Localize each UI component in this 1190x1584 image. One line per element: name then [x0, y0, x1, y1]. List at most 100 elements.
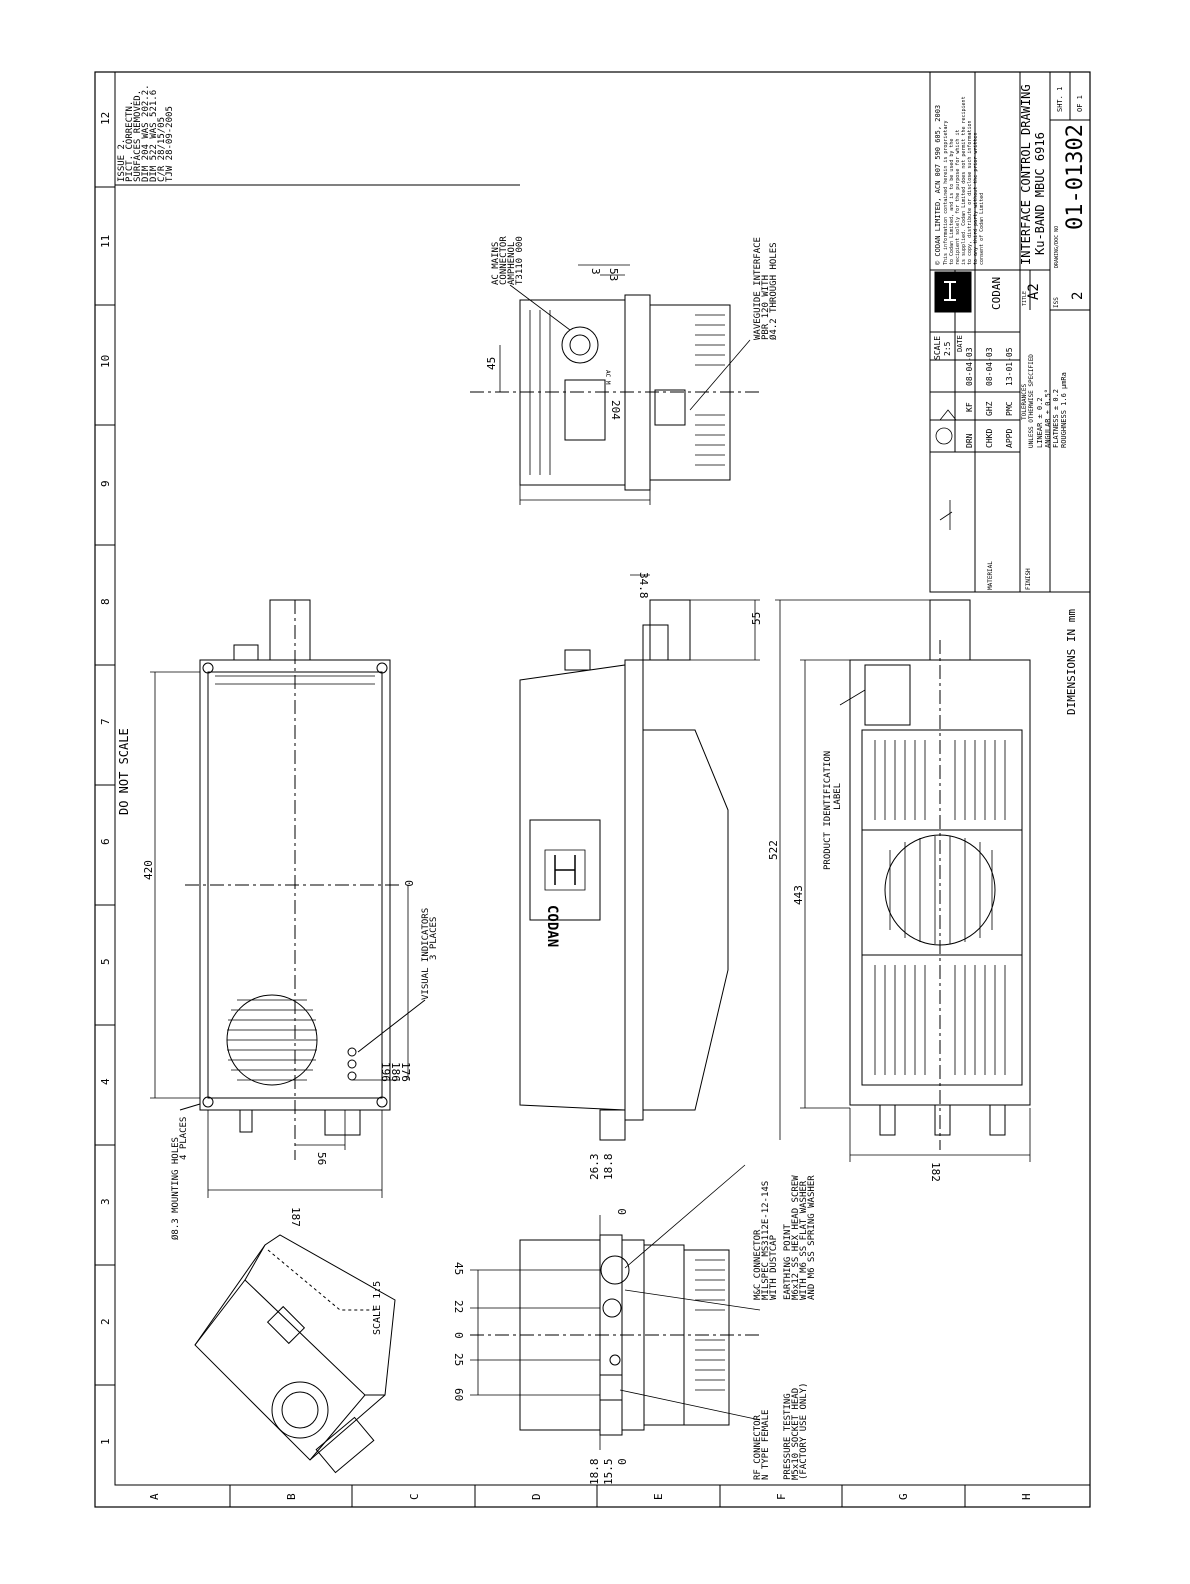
dimensions-note: DIMENSIONS IN mm: [1065, 609, 1078, 715]
end-view-rf-dimensions: [470, 1164, 761, 1450]
sheet-size: A2: [1026, 283, 1042, 300]
waveguide-line: Ø4.2 THROUGH HOLES: [768, 242, 779, 340]
zone-number: 1: [99, 1438, 112, 1445]
mc-connector-line: WITH DUSTCAP: [769, 1234, 779, 1300]
dim-45: 45: [485, 357, 498, 370]
scale-label: SCALE: [933, 336, 942, 360]
do-not-scale-note: DO NOT SCALE: [117, 728, 131, 815]
scale-value: 2:5: [943, 341, 952, 356]
dim-26-3: 26.3: [588, 1154, 601, 1181]
tolerances-label: TOLERANCES: [1021, 383, 1028, 420]
top-view-labels: Ø8.3 MOUNTING HOLES 4 PLACES VISUAL INDI…: [170, 908, 439, 1240]
zone-number: 6: [99, 838, 112, 845]
zone-ticks-numbers: [95, 186, 115, 1386]
appd-who: PMC: [1005, 401, 1014, 416]
dim-25: 25: [452, 1353, 465, 1366]
notice-line: consent of Codan Limited: [979, 193, 985, 265]
zone-number: 12: [99, 112, 112, 125]
company-name: CODAN: [990, 277, 1003, 310]
revision-line: DIM 522 WAS 521.6: [149, 90, 159, 182]
zone-number: 7: [99, 718, 112, 725]
notice-line: recipient solely for the purpose for whi…: [955, 130, 961, 265]
mounting-holes-label: Ø8.3 MOUNTING HOLES: [170, 1137, 181, 1240]
date-label: DATE: [956, 335, 964, 352]
dim-60: 60: [452, 1388, 465, 1401]
ac-mains-line: AC MAINS: [491, 242, 501, 285]
top-view-dim-text: 420 187 56 176 186 196 0: [142, 860, 415, 1227]
appd-date: 13-01-05: [1005, 347, 1014, 386]
of-label: OF 1: [1076, 95, 1084, 112]
dim-522: 522: [767, 840, 780, 860]
drn-date: 08-04-03: [965, 347, 974, 386]
dim-53: 53: [607, 268, 620, 281]
tolerance-line: LINEAR ± 0.2: [1036, 397, 1044, 448]
zone-number: 2: [99, 1318, 112, 1325]
title-label: TITLE: [1022, 291, 1028, 306]
dim-56: 56: [315, 1152, 328, 1165]
sheet-label: SHT. 1: [1056, 87, 1064, 112]
zone-number: 9: [99, 480, 112, 487]
visual-indicators-label: VISUAL INDICATORS: [421, 908, 431, 1000]
revision-line: DIM 204 WAS 202.2.: [141, 84, 151, 182]
zone-number: 8: [99, 598, 112, 605]
waveguide-line: WAVEGUIDE INTERFACE: [753, 237, 763, 340]
side-view-dimensions: [630, 574, 760, 661]
dim-0-top: 0: [616, 1208, 629, 1215]
dim-204: 204: [609, 400, 622, 420]
visual-places-label: 3 PLACES: [429, 917, 439, 960]
zone-number: 4: [99, 1078, 112, 1085]
revision-line: PICT. CORRECTN.: [125, 101, 135, 182]
title-block-text: © CODAN LIMITED, ACN 007 590 605, 2003 T…: [933, 84, 1088, 590]
inner-border: [114, 71, 1091, 1486]
dim-186: 186: [389, 1062, 402, 1082]
drawing-title: INTERFACE CONTROL DRAWING: [1019, 84, 1033, 265]
material-label: MATERIAL: [987, 561, 994, 590]
zone-letter: B: [285, 1493, 298, 1500]
dim-187: 187: [289, 1207, 302, 1227]
notice-line: This information contained herein is pro…: [943, 121, 949, 266]
dim-176: 176: [399, 1062, 412, 1082]
tolerances-note: UNLESS OTHERWISE SPECIFIED: [1028, 354, 1035, 448]
zone-letter: A: [148, 1493, 161, 1500]
waveguide-line: PBR 120 WITH: [761, 275, 771, 340]
dim-0-rf: 0: [452, 1332, 465, 1339]
rf-connector-line: RF CONNECTOR: [753, 1414, 763, 1480]
isometric-view: [194, 1234, 396, 1474]
revision-line: ISSUE 2.: [117, 139, 127, 182]
product-label-line: PRODUCT IDENTIFICATION: [823, 751, 833, 870]
end-view-rf-dim-text: 45 22 0 25 60 26.3 18.8 0 18.8 15.5 0: [452, 1154, 629, 1486]
codan-logo-text: CODAN: [544, 905, 560, 947]
end-view-ac-labels: AC MAINS CONNECTOR AMPHENOL T3110 000 WA…: [491, 236, 779, 385]
dim-55: 55: [750, 612, 763, 625]
bottom-view: [849, 599, 1031, 1150]
zone-letter: E: [652, 1493, 665, 1500]
end-view-rf: [470, 1234, 760, 1436]
revision-line: C/R 28/15/05: [157, 117, 167, 182]
notice-line: to any third party without the prior wri…: [973, 133, 979, 265]
drawing-subtitle: Ku-BAND MBUC 6916: [1033, 132, 1047, 255]
drn-who: KF: [965, 402, 974, 412]
zone-number: 3: [99, 1198, 112, 1205]
end-view-rf-labels: M&C CONNECTOR MILSPEC MS3112E-12-14S WIT…: [753, 1175, 817, 1480]
dim-0: 0: [402, 880, 415, 887]
bottom-view-dimensions: [775, 599, 1031, 1162]
zone-letter: C: [408, 1493, 421, 1500]
zone-number: 11: [99, 235, 112, 248]
tolerance-line: ROUGHNESS 1.6 μmRa: [1060, 372, 1068, 448]
dim-15-5: 15.5: [602, 1459, 615, 1486]
pressure-line: M5x10 SOCKET HEAD: [791, 1388, 801, 1480]
product-label-line: LABEL: [833, 783, 843, 810]
finish-label: FINISH: [1025, 568, 1032, 590]
earthing-line: WITH M6 SS FLAT WASHER: [799, 1180, 809, 1300]
drn-role: DRN: [965, 433, 974, 448]
tolerance-line: ANGULAR ± 0.5°: [1044, 389, 1052, 448]
dim-420: 420: [142, 860, 155, 880]
notice-line: to copy, distribute or disclose such inf…: [967, 121, 973, 266]
dim-18-8-bottom: 18.8: [588, 1459, 601, 1486]
appd-role: APPD: [1005, 429, 1014, 448]
dim-182: 182: [929, 1162, 942, 1182]
side-view-dim-text: 55 34.8: [637, 572, 763, 625]
dim-0-bottom: 0: [616, 1458, 629, 1465]
chkd-date: 08-04-03: [985, 347, 994, 386]
